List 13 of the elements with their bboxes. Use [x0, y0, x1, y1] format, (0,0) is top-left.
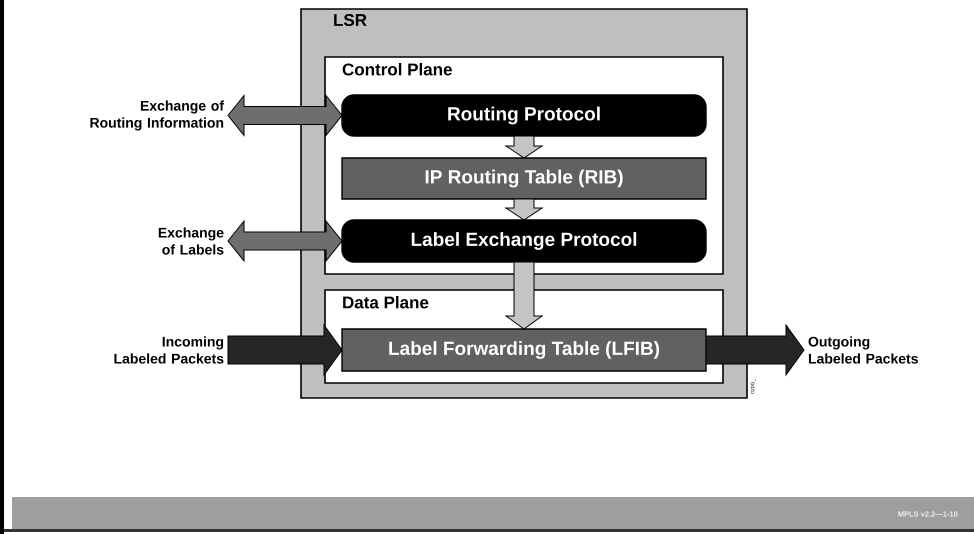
table-box: IP Routing Table (RIB) — [341, 157, 707, 200]
block-arrow — [504, 136, 544, 159]
block-arrow — [228, 323, 343, 377]
side-label: Exchange of Routing Information — [90, 100, 224, 131]
protocol-box: Label Exchange Protocol — [341, 219, 707, 263]
table-box: Label Forwarding Table (LFIB) — [341, 328, 707, 372]
protocol-box: Routing Protocol — [341, 94, 707, 137]
side-label: Outgoing Labeled Packets — [808, 336, 918, 364]
side-label: Exchange of Labels — [158, 227, 224, 255]
side-label: Incoming Labeled Packets — [114, 336, 224, 364]
block-arrow — [504, 198, 544, 221]
block-arrow — [504, 262, 544, 330]
block-arrow — [706, 323, 805, 377]
